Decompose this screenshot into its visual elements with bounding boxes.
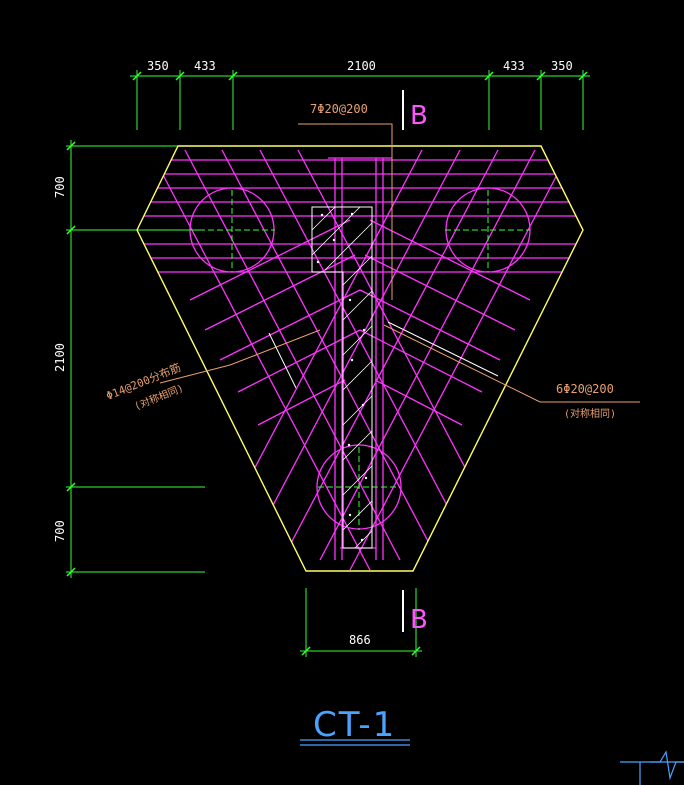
dim-top-433-left: 433 — [194, 59, 216, 73]
note-right-rebar: 6Φ20@200 — [556, 382, 614, 396]
drawing-title: CT-1 — [313, 705, 396, 745]
dim-left-2100: 2100 — [53, 343, 67, 372]
dim-top-2100: 2100 — [347, 59, 376, 73]
rebar-span-ticks — [268, 321, 499, 389]
left-dimension-chain — [66, 140, 205, 578]
dim-top-433-right: 433 — [503, 59, 525, 73]
north-corner-symbol — [620, 750, 684, 785]
left-dimension-ticks — [66, 141, 76, 577]
dim-top-350-left: 350 — [147, 59, 169, 73]
title-underline — [300, 739, 410, 746]
dim-top-350-right: 350 — [551, 59, 573, 73]
column-section — [311, 206, 373, 549]
top-dimension-chain — [130, 70, 590, 130]
bottom-dimension — [300, 588, 422, 657]
note-right-rebar-sub: (对称相同) — [564, 407, 616, 420]
dim-bottom-866: 866 — [349, 633, 371, 647]
note-top-rebar: 7Φ20@200 — [310, 102, 368, 116]
top-dimension-ticks — [132, 71, 588, 81]
section-mark-bottom-letter: B — [410, 605, 428, 635]
pile-centre-marks — [190, 190, 530, 530]
pile-cap-outline — [136, 145, 584, 572]
section-mark-top-letter: B — [410, 101, 428, 131]
dim-left-700-top: 700 — [53, 176, 67, 198]
dim-left-700-bottom: 700 — [53, 520, 67, 542]
leader-lines — [159, 123, 640, 403]
